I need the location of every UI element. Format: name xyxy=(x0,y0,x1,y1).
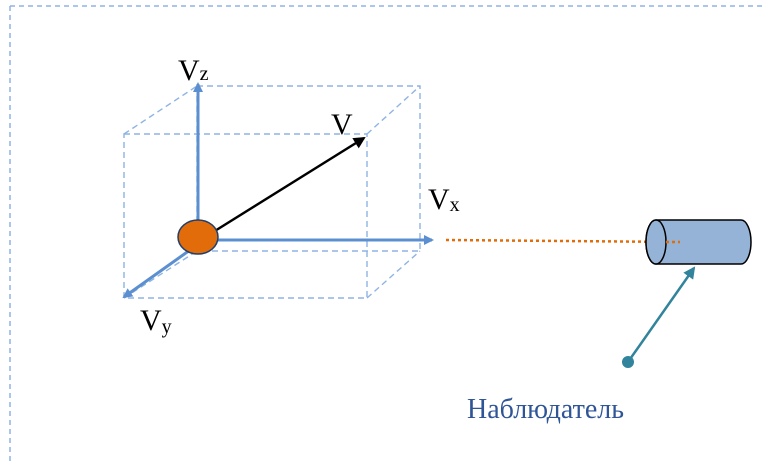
velocity-vector-arrow xyxy=(209,136,366,236)
observer-dot-icon xyxy=(622,356,634,368)
label-vy: Vy xyxy=(140,304,172,338)
label-vz: Vz xyxy=(178,54,209,87)
observer-label: Наблюдатель xyxy=(467,394,624,425)
vy-component-arrow xyxy=(122,248,191,299)
line-of-sight xyxy=(445,238,681,244)
particle-icon xyxy=(177,219,219,255)
label-v: V xyxy=(331,108,353,141)
observer-pointer-arrow xyxy=(626,266,696,363)
detector-cylinder-icon xyxy=(645,219,752,265)
label-vx: Vx xyxy=(428,183,460,216)
